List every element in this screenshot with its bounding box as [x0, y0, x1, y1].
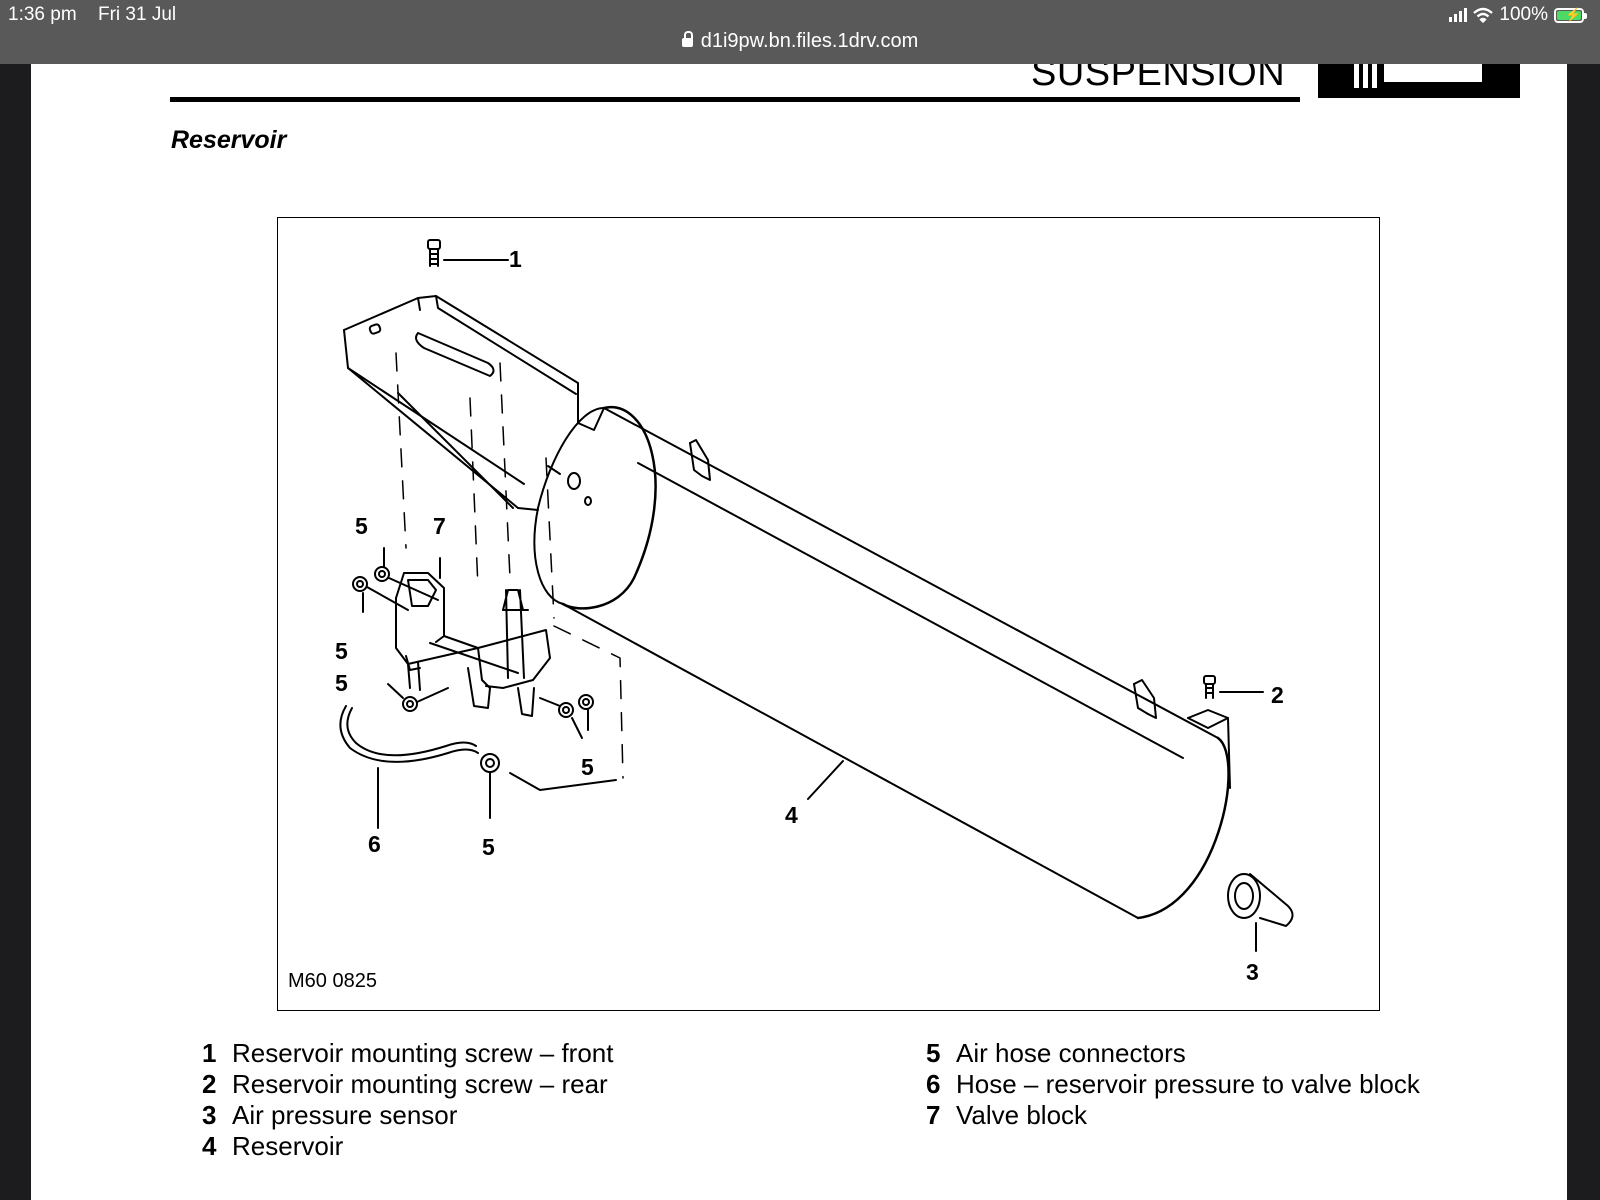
front-mounting-bracket [343, 295, 605, 511]
screw-front [427, 239, 509, 267]
wifi-icon [1473, 7, 1494, 23]
battery-icon: ⚡ [1554, 7, 1587, 23]
lock-icon [681, 31, 693, 47]
callout-7: 7 [433, 513, 446, 539]
hose-connectors [352, 547, 617, 819]
pressure-hose [339, 705, 479, 829]
callout-5a: 5 [355, 513, 368, 539]
status-date: Fri 31 Jul [98, 4, 177, 25]
callout-5e: 5 [482, 834, 495, 860]
diagram-drawing [339, 239, 1294, 952]
reservoir-cylinder [533, 405, 1231, 920]
callout-3: 3 [1246, 959, 1259, 985]
figure-code: M60 0825 [288, 970, 377, 992]
url-text: d1i9pw.bn.files.1drv.com [700, 30, 919, 52]
callout-2: 2 [1271, 682, 1284, 708]
manual-logo [1318, 64, 1520, 98]
screw-rear [1203, 675, 1264, 699]
callout-6: 6 [368, 831, 381, 857]
pressure-sensor [1227, 873, 1294, 952]
status-indicators: 100% ⚡ [1449, 4, 1587, 26]
document-page: SUSPENSION Reservoir [31, 64, 1567, 1200]
address-bar[interactable]: d1i9pw.bn.files.1drv.com [0, 30, 1600, 53]
status-time: 1:36 pm [8, 4, 77, 25]
exploded-diagram: 1 2 3 4 5 5 5 5 5 6 7 M60 0825 [277, 217, 1380, 1011]
callout-4: 4 [785, 802, 798, 828]
alignment-lines [395, 352, 624, 779]
valve-block [395, 557, 551, 717]
section-title: SUSPENSION [1031, 64, 1286, 94]
callout-5c: 5 [335, 670, 348, 696]
header-rule [170, 97, 1300, 102]
callout-5d: 5 [581, 754, 594, 780]
page-heading: Reservoir [171, 126, 287, 154]
leader-reservoir [807, 760, 844, 800]
cellular-signal-icon [1449, 8, 1468, 22]
status-bar: 1:36 pm Fri 31 Jul 100% ⚡ d1i9pw.bn.file… [0, 0, 1600, 64]
callout-5b: 5 [335, 638, 348, 664]
callout-1: 1 [509, 246, 522, 272]
battery-percent: 100% [1499, 4, 1548, 25]
